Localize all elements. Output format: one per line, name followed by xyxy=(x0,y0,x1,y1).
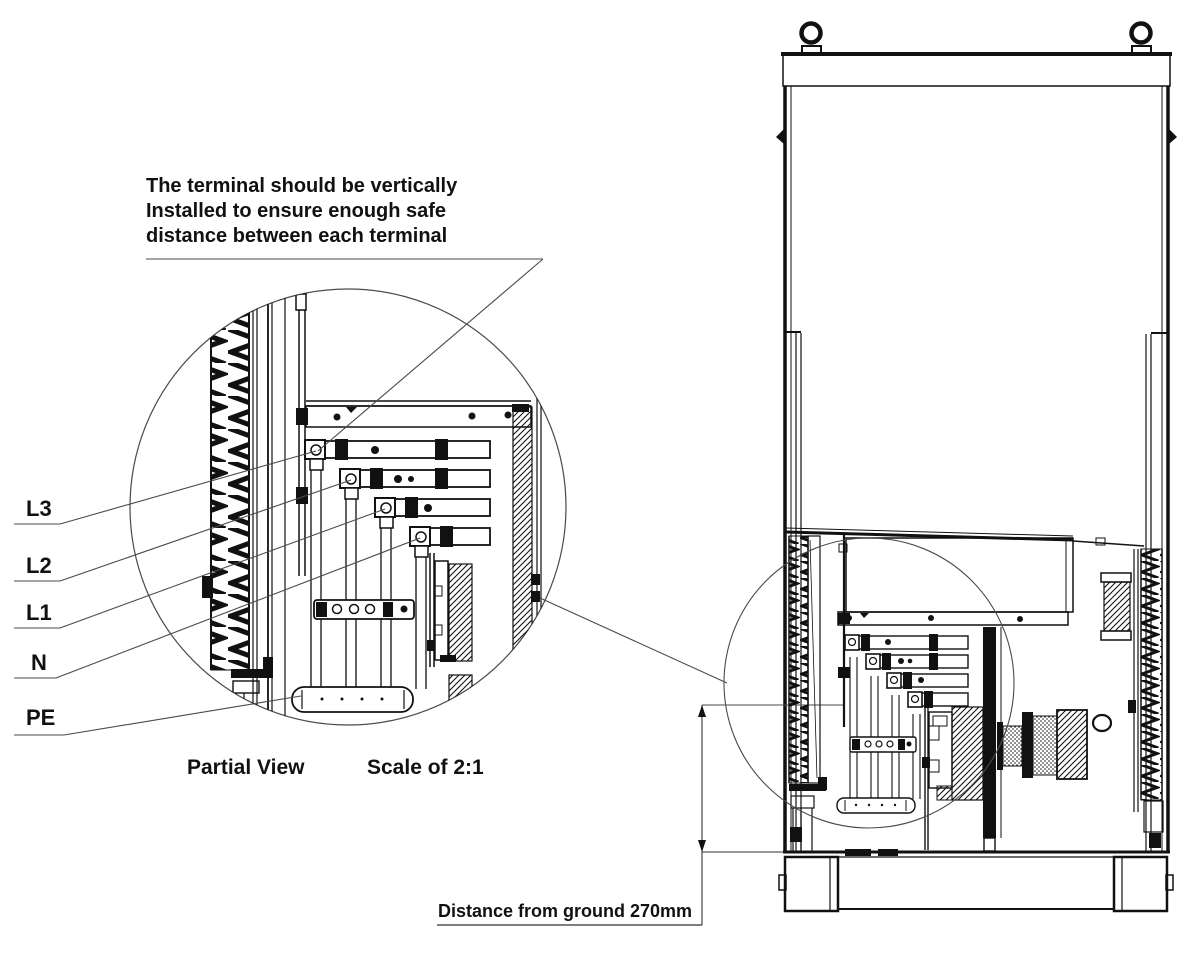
partial-view-scale: Scale of 2:1 xyxy=(367,756,484,779)
top-panel-cabinet xyxy=(837,537,1074,626)
terminal-cables xyxy=(310,470,427,689)
label-leader-pe xyxy=(63,695,302,736)
label-leader-l2 xyxy=(59,479,352,582)
terminal-label-l1: L1 xyxy=(26,600,52,625)
terminal-label-n: N xyxy=(31,650,47,675)
clamp-bar-cabinet xyxy=(849,736,917,753)
support-rod xyxy=(295,293,308,576)
label-leader-l3 xyxy=(59,450,317,525)
eyebolt-right xyxy=(1129,21,1153,55)
foot-left xyxy=(783,855,840,913)
cable-clamp-bar xyxy=(313,599,415,620)
ground-clamp-cabinet xyxy=(836,797,916,814)
detail-circle-leader xyxy=(539,597,728,684)
terminal-label-pe: PE xyxy=(26,705,56,730)
terminal-label-l3: L3 xyxy=(26,496,52,521)
mounting-rails xyxy=(252,290,286,724)
cable-hole xyxy=(1091,713,1113,733)
busbar-l1 xyxy=(374,497,491,529)
cabinet-view xyxy=(702,21,1177,913)
terminal-note-line-3: distance between each terminal xyxy=(146,225,448,247)
terminal-note: The terminal should be vertically Instal… xyxy=(146,174,457,249)
partial-view-circle xyxy=(129,288,567,726)
ground-distance-dimension xyxy=(437,705,784,926)
panel-edge xyxy=(305,400,532,428)
callout-lines xyxy=(14,258,728,736)
support-rod-cabinet xyxy=(838,533,850,727)
flex-coupling xyxy=(997,709,1088,780)
pe-ground-clamp xyxy=(291,686,414,713)
busbar-l2 xyxy=(339,468,491,500)
terminal-label-l2: L2 xyxy=(26,553,52,578)
busbar-l3 xyxy=(304,439,491,471)
fin-column xyxy=(202,295,273,725)
fin-column-left xyxy=(788,535,827,851)
ground-distance-label: Distance from ground 270mm xyxy=(438,901,693,921)
fin-column-right xyxy=(1128,548,1164,848)
note-leader xyxy=(317,258,544,452)
foot-right xyxy=(1112,855,1169,913)
insulator-standoff xyxy=(1100,572,1132,641)
terminal-note-line-2: Installed to ensure enough safe xyxy=(146,200,447,222)
cabinet-base xyxy=(778,849,1174,913)
label-leader-n xyxy=(55,537,421,679)
eyebolt-left xyxy=(799,21,823,55)
cabinet-interior xyxy=(785,527,1164,852)
busbars-cabinet xyxy=(844,634,969,708)
terminal-note-line-1: The terminal should be vertically xyxy=(146,175,458,197)
detail-region-circle xyxy=(723,537,1015,829)
partial-view-title: Partial View xyxy=(187,756,305,779)
contactor-cabinet xyxy=(922,700,984,850)
label-leader-l1 xyxy=(59,508,386,629)
contactor-assembly xyxy=(427,553,473,703)
partial-view xyxy=(129,288,567,726)
busbar-n xyxy=(409,526,491,558)
